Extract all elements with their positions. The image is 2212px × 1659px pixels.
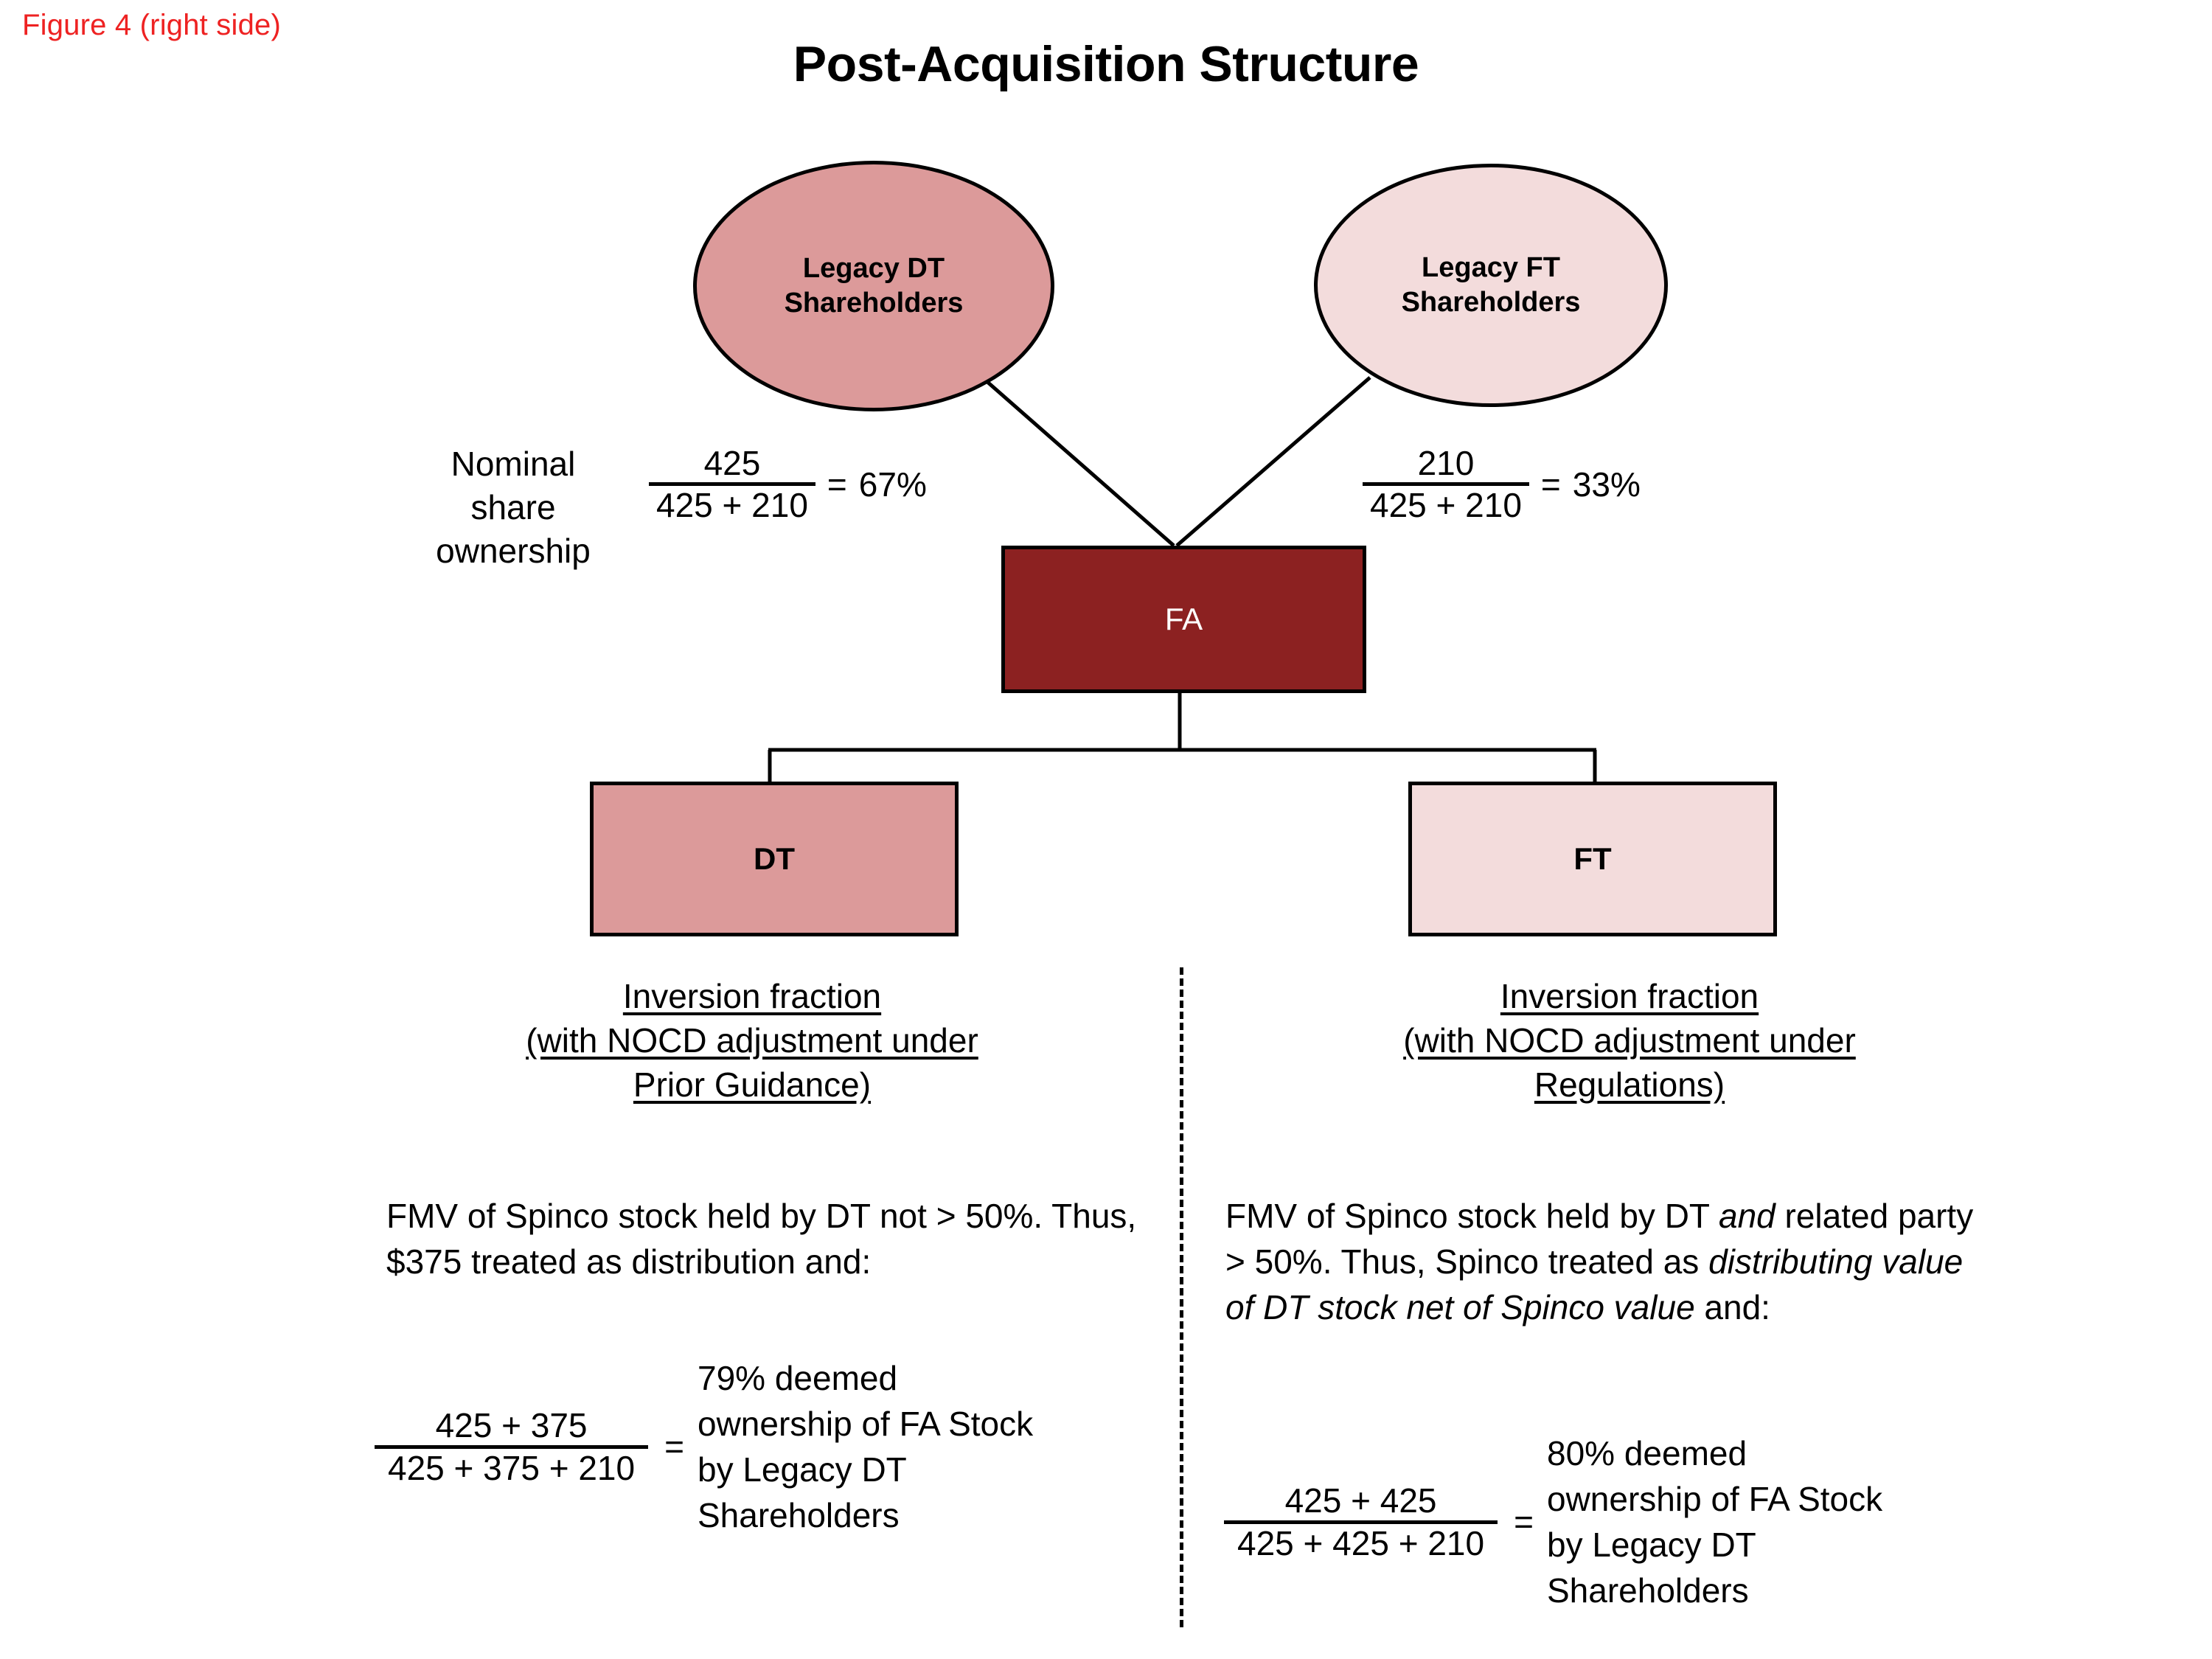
right-fraction-bar <box>1224 1520 1498 1524</box>
fraction-ft-equals: = <box>1540 465 1561 504</box>
left-body-text: FMV of Spinco stock held by DT not > 50%… <box>386 1197 1137 1281</box>
right-fraction-equals: = <box>1514 1503 1534 1542</box>
left-fraction-bar <box>375 1444 649 1449</box>
right-body-italic-1: and <box>1718 1197 1775 1235</box>
left-column-body: FMV of Spinco stock held by DT not > 50%… <box>386 1193 1168 1284</box>
fraction-dt-numerator: 425 <box>703 444 761 482</box>
page-title: Post-Acquisition Structure <box>793 36 1419 92</box>
nominal-label-line3: ownership <box>436 531 591 570</box>
nominal-fraction-dt: 425 425 + 210 = 67% <box>649 445 927 524</box>
right-body-italic-2: distributing value of DT stock net of Sp… <box>1225 1242 1964 1327</box>
node-legacy-ft-shareholders[interactable]: Legacy FT Shareholders <box>1314 164 1668 407</box>
right-fraction-denominator: 425 + 425 + 210 <box>1237 1523 1485 1562</box>
fraction-dt-equals: = <box>827 465 847 504</box>
left-heading-line3: Prior Guidance) <box>633 1065 872 1104</box>
node-dt[interactable]: DT <box>590 782 959 936</box>
node-ft[interactable]: FT <box>1408 782 1777 936</box>
legacy-ft-line1: Legacy FT <box>1422 251 1560 283</box>
node-ft-label: FT <box>1573 841 1612 876</box>
right-fraction-numerator: 425 + 425 <box>1284 1481 1437 1520</box>
right-heading-line1: Inversion fraction <box>1500 977 1759 1015</box>
left-fraction-result: 79% deemed ownership of FA Stock by Lega… <box>697 1359 1034 1535</box>
legacy-dt-line1: Legacy DT <box>802 252 945 284</box>
nominal-fraction-ft: 210 425 + 210 = 33% <box>1363 445 1641 524</box>
nominal-label-line2: share <box>470 487 556 526</box>
left-column-equation: 425 + 375 425 + 375 + 210 = 79% deemed o… <box>375 1355 1037 1538</box>
legacy-ft-line2: Shareholders <box>1401 287 1581 318</box>
right-fraction: 425 + 425 425 + 425 + 210 <box>1224 1483 1498 1561</box>
fraction-dt-bar <box>649 482 815 487</box>
right-column-equation: 425 + 425 425 + 425 + 210 = 80% deemed o… <box>1224 1430 1886 1613</box>
node-fa-label: FA <box>1164 602 1203 636</box>
left-fraction-equals: = <box>664 1427 684 1467</box>
right-fraction-result: 80% deemed ownership of FA Stock by Lega… <box>1546 1434 1883 1610</box>
left-fraction: 425 + 375 425 + 375 + 210 <box>375 1406 649 1487</box>
nominal-share-ownership-label: Nominal share ownership <box>410 442 616 573</box>
fraction-ft: 210 425 + 210 <box>1363 445 1529 524</box>
right-body-text-1: FMV of Spinco stock held by DT <box>1225 1197 1719 1235</box>
legacy-dt-line2: Shareholders <box>784 288 964 319</box>
right-column-body: FMV of Spinco stock held by DT and relat… <box>1225 1193 1978 1330</box>
figure-label: Figure 4 (right side) <box>22 9 281 41</box>
right-body-text-2: related party > 50%. Thus, Spinco treate… <box>1225 1197 1974 1281</box>
fraction-ft-result: 33% <box>1572 465 1641 504</box>
left-heading-line2: (with NOCD adjustment under <box>526 1020 978 1060</box>
fraction-ft-denominator: 425 + 210 <box>1370 486 1522 525</box>
node-legacy-dt-shareholders[interactable]: Legacy DT Shareholders <box>693 161 1054 411</box>
right-heading-line2: (with NOCD adjustment under <box>1403 1020 1856 1060</box>
node-dt-label: DT <box>754 841 795 876</box>
fraction-ft-numerator: 210 <box>1417 444 1475 482</box>
fraction-dt-result: 67% <box>858 465 927 504</box>
column-divider <box>1180 967 1183 1627</box>
fraction-ft-bar <box>1363 482 1529 487</box>
fraction-dt: 425 425 + 210 <box>649 445 815 524</box>
nominal-label-line1: Nominal <box>451 445 576 483</box>
left-fraction-numerator: 425 + 375 <box>435 1406 588 1445</box>
left-fraction-denominator: 425 + 375 + 210 <box>388 1448 636 1487</box>
right-column-heading: Inversion fraction (with NOCD adjustment… <box>1224 975 2035 1107</box>
left-column-heading: Inversion fraction (with NOCD adjustment… <box>347 975 1158 1107</box>
right-body-text-3: and: <box>1694 1288 1770 1327</box>
right-heading-line3: Regulations) <box>1534 1065 1725 1104</box>
left-heading-line1: Inversion fraction <box>622 977 882 1015</box>
node-fa[interactable]: FA <box>1001 546 1366 693</box>
fraction-dt-denominator: 425 + 210 <box>656 486 808 525</box>
